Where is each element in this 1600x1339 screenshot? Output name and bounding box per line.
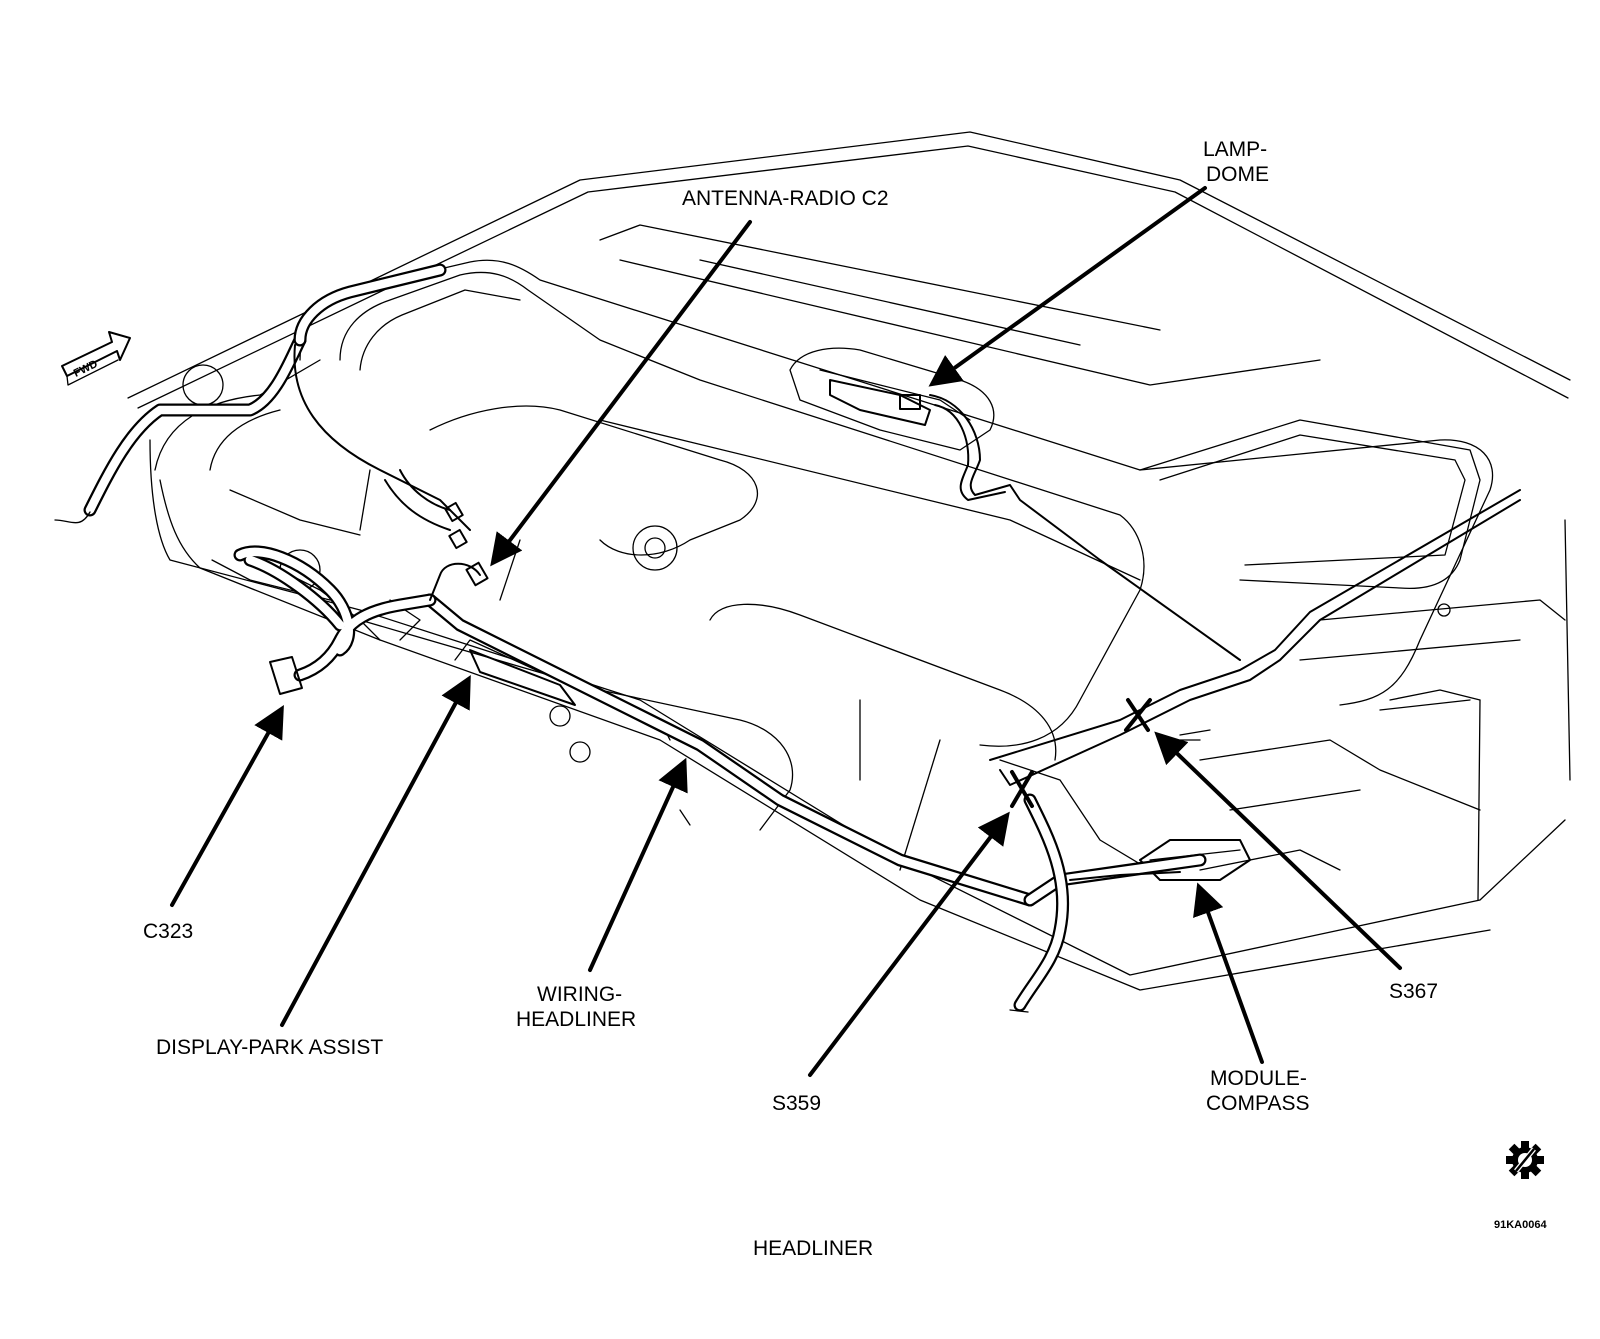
label-lamp-line1: LAMP- bbox=[1203, 138, 1267, 161]
gear-slash-icon bbox=[1506, 1141, 1544, 1179]
label-s367: S367 bbox=[1389, 980, 1438, 1003]
label-module-line1: MODULE- bbox=[1210, 1067, 1307, 1090]
leader-lines bbox=[170, 186, 1402, 1077]
leader-s359 bbox=[808, 811, 1010, 1077]
label-lamp-line2: DOME bbox=[1206, 163, 1269, 186]
headliner-panel bbox=[127, 131, 1571, 991]
leader-c323 bbox=[170, 705, 284, 907]
label-module-line2: COMPASS bbox=[1206, 1092, 1309, 1115]
leader-antenna bbox=[490, 220, 752, 567]
leader-wiring-headliner bbox=[588, 757, 688, 972]
figure-caption: HEADLINER bbox=[753, 1237, 873, 1260]
label-wiring-line2: HEADLINER bbox=[516, 1008, 636, 1031]
label-wiring-line1: WIRING- bbox=[537, 983, 622, 1006]
splice-s359-mark bbox=[1010, 770, 1034, 808]
label-c323: C323 bbox=[143, 920, 193, 943]
figure-code: 91KA0064 bbox=[1494, 1219, 1547, 1231]
leader-lamp-dome bbox=[928, 186, 1207, 387]
fwd-arrow-icon: FWD bbox=[61, 331, 131, 386]
label-antenna-radio-c2: ANTENNA-RADIO C2 bbox=[682, 187, 889, 210]
label-s359: S359 bbox=[772, 1092, 821, 1115]
leader-module-compass bbox=[1193, 882, 1264, 1064]
splice-s367-mark bbox=[1124, 698, 1152, 732]
leader-s367 bbox=[1154, 731, 1402, 970]
leader-display-park bbox=[280, 674, 471, 1027]
label-display-park-assist: DISPLAY-PARK ASSIST bbox=[156, 1036, 383, 1059]
callout-labels: ANTENNA-RADIO C2 LAMP- DOME C323 DISPLAY… bbox=[143, 138, 1547, 1260]
wiring-harness bbox=[54, 263, 1521, 1013]
